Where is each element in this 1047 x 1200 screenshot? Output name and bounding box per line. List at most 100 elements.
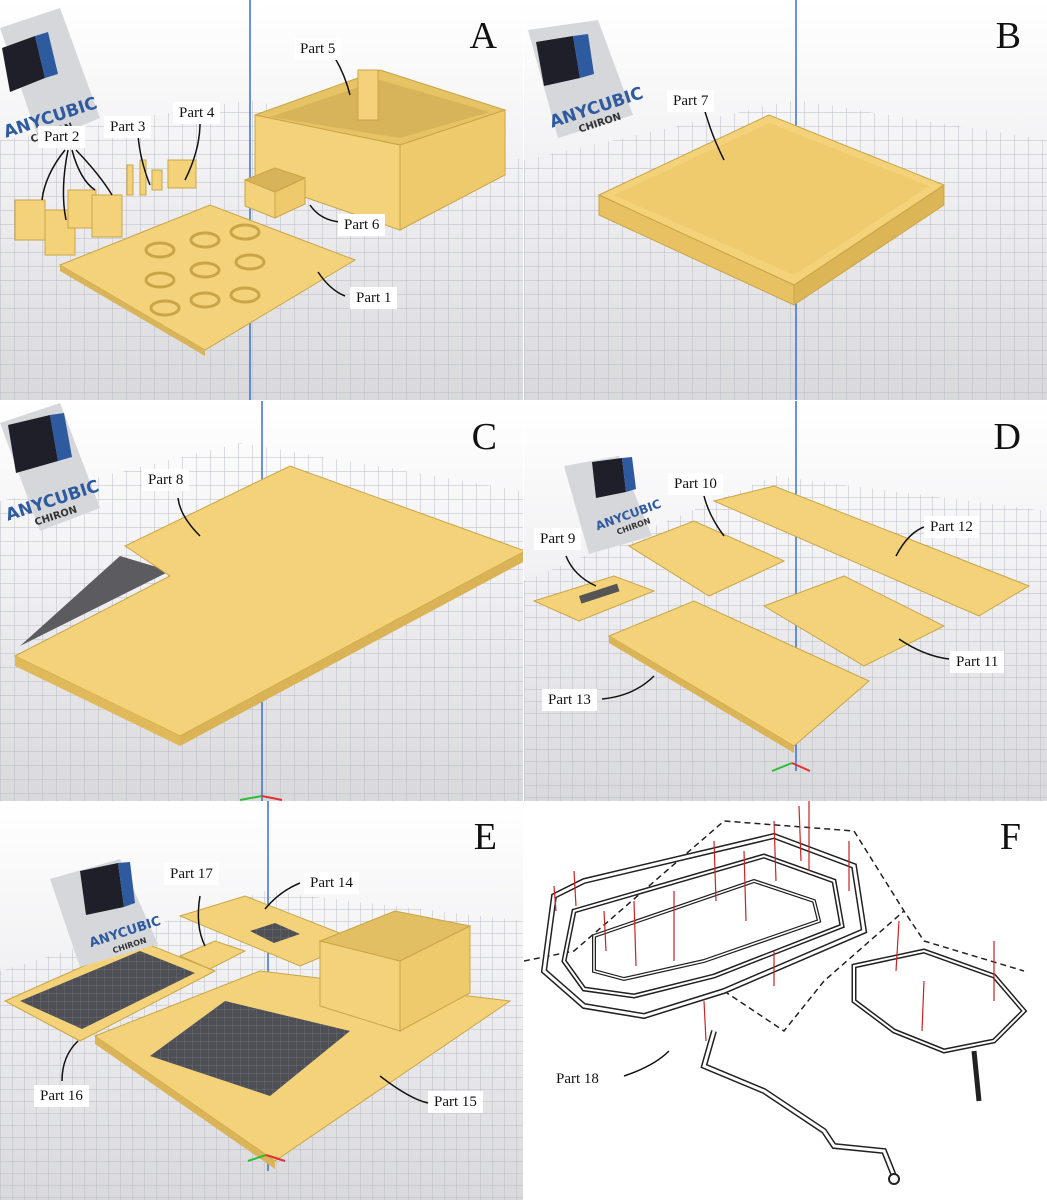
scene-e: [0, 801, 523, 1200]
panel-a: ANYCUBIC CHIRON A Part 5 Part 2 Part 3 P…: [0, 0, 523, 400]
label-part-16: Part 16: [34, 1085, 89, 1107]
label-part-3: Part 3: [104, 116, 152, 138]
label-part-14: Part 14: [304, 872, 359, 894]
part-13-shape: [607, 600, 870, 747]
via-line: [895, 920, 900, 972]
logo-card: [528, 20, 633, 138]
scene-a: [0, 0, 523, 400]
part-3-pin: [139, 159, 147, 196]
part-7-side: [793, 184, 945, 306]
part-3-pin: [151, 169, 163, 191]
panel-letter-b: B: [995, 15, 1021, 57]
label-part-9: Part 9: [534, 528, 582, 550]
via-line: [713, 840, 717, 902]
trace-pad: [888, 1173, 900, 1185]
panel-e: ANYCUBIC CHIRON E Part 17 Part 14 Part 1…: [0, 801, 523, 1200]
via-line: [553, 885, 557, 912]
scene-f: [524, 801, 1028, 1185]
panel-letter-c: C: [471, 416, 497, 458]
via-group: [553, 801, 995, 1042]
scene-c: [0, 401, 523, 801]
part-2-block: [67, 189, 97, 229]
label-part-2: Part 2: [38, 126, 86, 148]
box-side: [399, 925, 471, 1032]
label-part-4: Part 4: [173, 102, 221, 124]
label-part-18: Part 18: [550, 1068, 605, 1090]
leader-part-1: [317, 271, 346, 297]
part-16-window: [20, 951, 195, 1029]
logo-card: [0, 8, 100, 143]
leader-part-18: [623, 1050, 670, 1077]
trace-right-core: [853, 949, 1026, 1053]
label-part-12: Part 12: [924, 516, 979, 538]
leader-part-5: [334, 57, 351, 96]
leader-part-4: [184, 122, 201, 181]
part-1-hole: [144, 241, 176, 259]
label-part-8: Part 8: [142, 469, 190, 491]
part-1-edge: [60, 265, 205, 356]
logo-card: [0, 403, 100, 531]
via-line: [773, 820, 777, 882]
part-1-hole: [229, 286, 261, 304]
via-line: [703, 1000, 707, 1042]
via-line: [921, 980, 925, 1032]
part-8-front: [15, 656, 180, 746]
label-part-13: Part 13: [542, 689, 597, 711]
part-14-window: [250, 923, 300, 943]
panel-letter-f: F: [999, 816, 1021, 858]
assembly-outline: [723, 910, 905, 1033]
label-part-15: Part 15: [428, 1091, 483, 1113]
panel-letter-e: E: [473, 816, 497, 858]
leader-part-3: [137, 134, 151, 186]
leader-part-2: [41, 149, 66, 201]
panel-b: ANYCUBIC CHIRON B Part 7: [524, 0, 1047, 400]
part-1-hole: [234, 253, 266, 271]
label-part-10: Part 10: [668, 473, 723, 495]
part-12-shape: [712, 485, 1031, 617]
logo-card: [564, 456, 652, 554]
y-axis-marker: [239, 795, 263, 801]
y-axis-marker: [771, 762, 793, 772]
trace-left-outer-core: [542, 834, 866, 1018]
part-7-inner: [614, 123, 929, 275]
anycubic-logo: ANYCUBIC CHIRON: [528, 20, 646, 145]
x-axis-marker: [791, 762, 811, 772]
part-3-pin: [126, 164, 134, 196]
panel-letter-a: A: [469, 15, 497, 57]
label-part-1: Part 1: [350, 287, 398, 309]
part-13-edge: [609, 636, 794, 753]
leader-part-9: [565, 555, 597, 587]
label-part-6: Part 6: [338, 214, 386, 236]
part-1-hole: [229, 223, 261, 241]
trace-left-inner-core: [562, 854, 844, 998]
part-1-hole: [189, 291, 221, 309]
part-11-shape: [762, 575, 946, 667]
via-line: [743, 850, 747, 922]
part-5-inner: [270, 80, 490, 138]
trace-bottom-core: [702, 1030, 896, 1177]
leader-part-2: [71, 149, 96, 191]
panel-d: ANYCUBIC CHIRON D Part 9 Part 10 Part 12…: [524, 401, 1047, 801]
part-1-hole: [144, 271, 176, 289]
scene-d: [524, 401, 1047, 801]
leader-part-14: [264, 882, 301, 910]
label-part-17: Part 17: [164, 863, 219, 885]
leader-part-2: [62, 149, 69, 221]
leader-part-6: [309, 204, 341, 223]
leader-part-10: [703, 495, 725, 537]
leader-part-8: [177, 497, 201, 537]
leader-part-17: [197, 895, 206, 947]
leader-part-15: [379, 1075, 429, 1104]
panel-c: ANYCUBIC CHIRON C Part 8: [0, 401, 523, 801]
part-1-hole: [189, 231, 221, 249]
part-1-hole: [149, 299, 181, 317]
part-10-shape: [627, 520, 786, 597]
scene-b: [524, 0, 1047, 400]
part-17-shape: [178, 940, 247, 970]
part-15-edge: [95, 1036, 275, 1169]
assembly-outline: [524, 820, 1025, 972]
panel-letter-d: D: [993, 416, 1021, 458]
leader-part-11: [898, 638, 950, 660]
y-axis-marker: [247, 1154, 267, 1162]
label-part-11: Part 11: [950, 651, 1005, 673]
